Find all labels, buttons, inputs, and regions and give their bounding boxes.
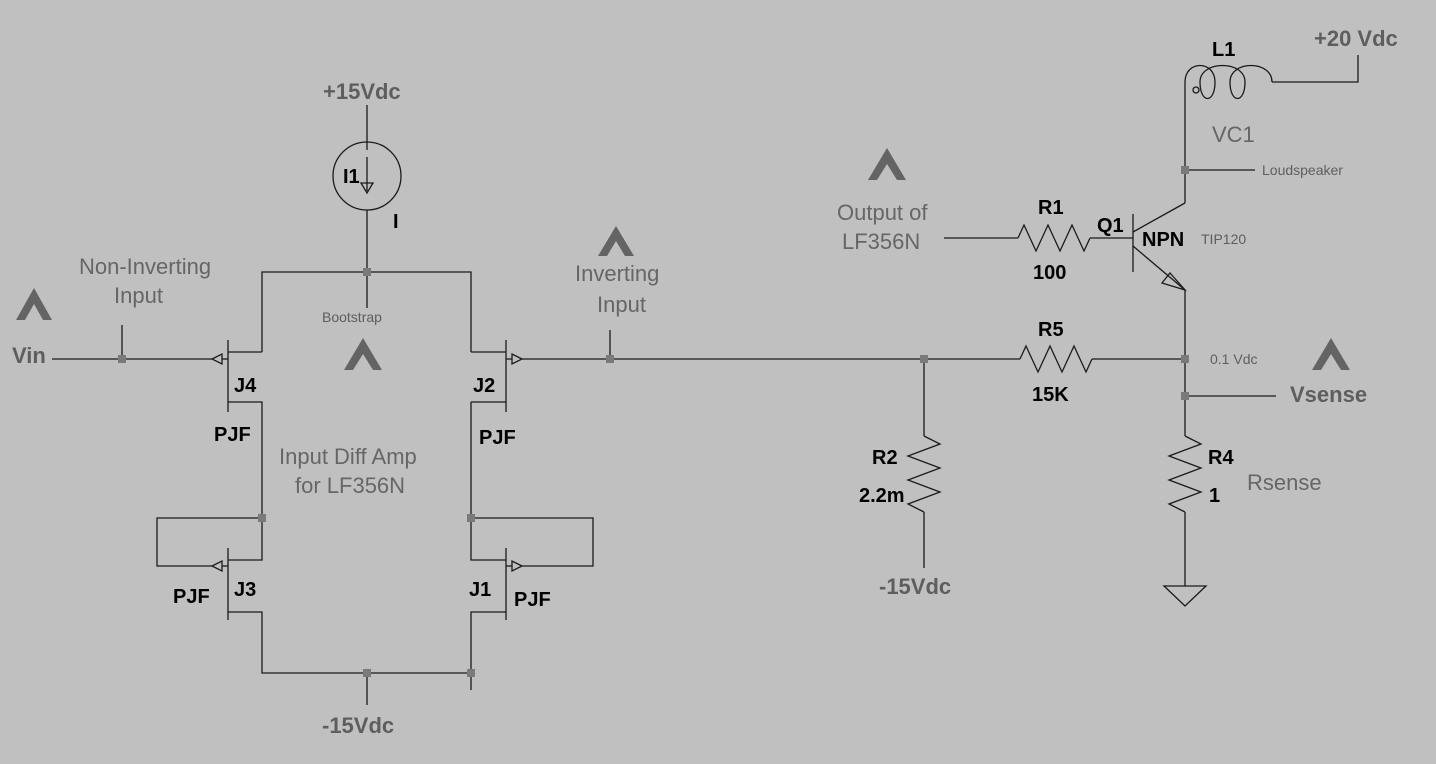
label-j2: J2 — [473, 375, 495, 397]
resistor-r2 — [906, 359, 942, 568]
label-j2-type: PJF — [479, 427, 516, 449]
label-noninverting-line1: Non-Inverting — [79, 254, 211, 279]
label-vpos15-top: +15Vdc — [323, 79, 401, 104]
label-r1-value: 100 — [1033, 262, 1066, 284]
label-r2: R2 — [872, 447, 898, 469]
transistor-q1 — [1132, 170, 1188, 436]
jfet-j2 — [470, 340, 1020, 518]
label-j1: J1 — [469, 579, 491, 601]
jfet-j1 — [470, 517, 594, 690]
label-r4: R4 — [1208, 447, 1234, 469]
label-node-voltage: 0.1 Vdc — [1210, 351, 1257, 367]
label-j4-type: PJF — [214, 424, 251, 446]
label-vneg15-r2: -15Vdc — [879, 574, 951, 599]
label-q1: Q1 — [1097, 215, 1124, 237]
current-source-i1 — [332, 105, 402, 272]
label-j3: J3 — [234, 579, 256, 601]
label-inverting-line1: Inverting — [575, 261, 659, 286]
label-output-line1: Output of — [837, 200, 928, 225]
label-i1-value: I — [393, 211, 399, 233]
probe-bootstrap-icon — [344, 338, 382, 370]
label-r5-value: 15K — [1032, 384, 1069, 406]
label-r1: R1 — [1038, 197, 1064, 219]
label-j3-type: PJF — [173, 586, 210, 608]
jfet-j4 — [52, 340, 263, 518]
probe-inverting-icon — [598, 226, 634, 256]
label-vneg15-bottom: -15Vdc — [322, 713, 394, 738]
junction-nodes — [118, 166, 1189, 677]
label-i1: I1 — [343, 166, 360, 188]
label-r2-value: 2.2m — [859, 485, 905, 507]
label-bootstrap: Bootstrap — [322, 309, 382, 325]
resistor-r5 — [1019, 344, 1185, 374]
ground-symbol — [1162, 585, 1208, 607]
label-r4-value: 1 — [1209, 485, 1220, 507]
label-rsense: Rsense — [1247, 470, 1322, 495]
probe-vsense-icon — [1312, 338, 1350, 370]
resistor-r4 — [1167, 435, 1203, 586]
label-diff-amp-line1: Input Diff Amp — [279, 444, 417, 469]
label-q1-part: TIP120 — [1201, 231, 1246, 247]
label-q1-type: NPN — [1142, 229, 1184, 251]
label-vc1: VC1 — [1212, 122, 1255, 147]
label-vsense: Vsense — [1290, 382, 1367, 407]
label-vin: Vin — [12, 343, 46, 368]
label-noninverting-line2: Input — [114, 283, 163, 308]
inductor-l1 — [1184, 55, 1359, 170]
label-output-line2: LF356N — [842, 229, 920, 254]
label-vpos20: +20 Vdc — [1314, 26, 1398, 51]
label-inverting-line2: Input — [597, 292, 646, 317]
label-l1: L1 — [1212, 39, 1235, 61]
label-diff-amp-line2: for LF356N — [295, 473, 405, 498]
label-r5: R5 — [1038, 319, 1064, 341]
probe-vin-icon — [16, 288, 52, 320]
label-j4: J4 — [234, 375, 257, 397]
resistor-r1 — [944, 223, 1133, 253]
label-loudspeaker: Loudspeaker — [1262, 162, 1343, 178]
probe-output-icon — [868, 148, 906, 180]
label-j1-type: PJF — [514, 589, 551, 611]
